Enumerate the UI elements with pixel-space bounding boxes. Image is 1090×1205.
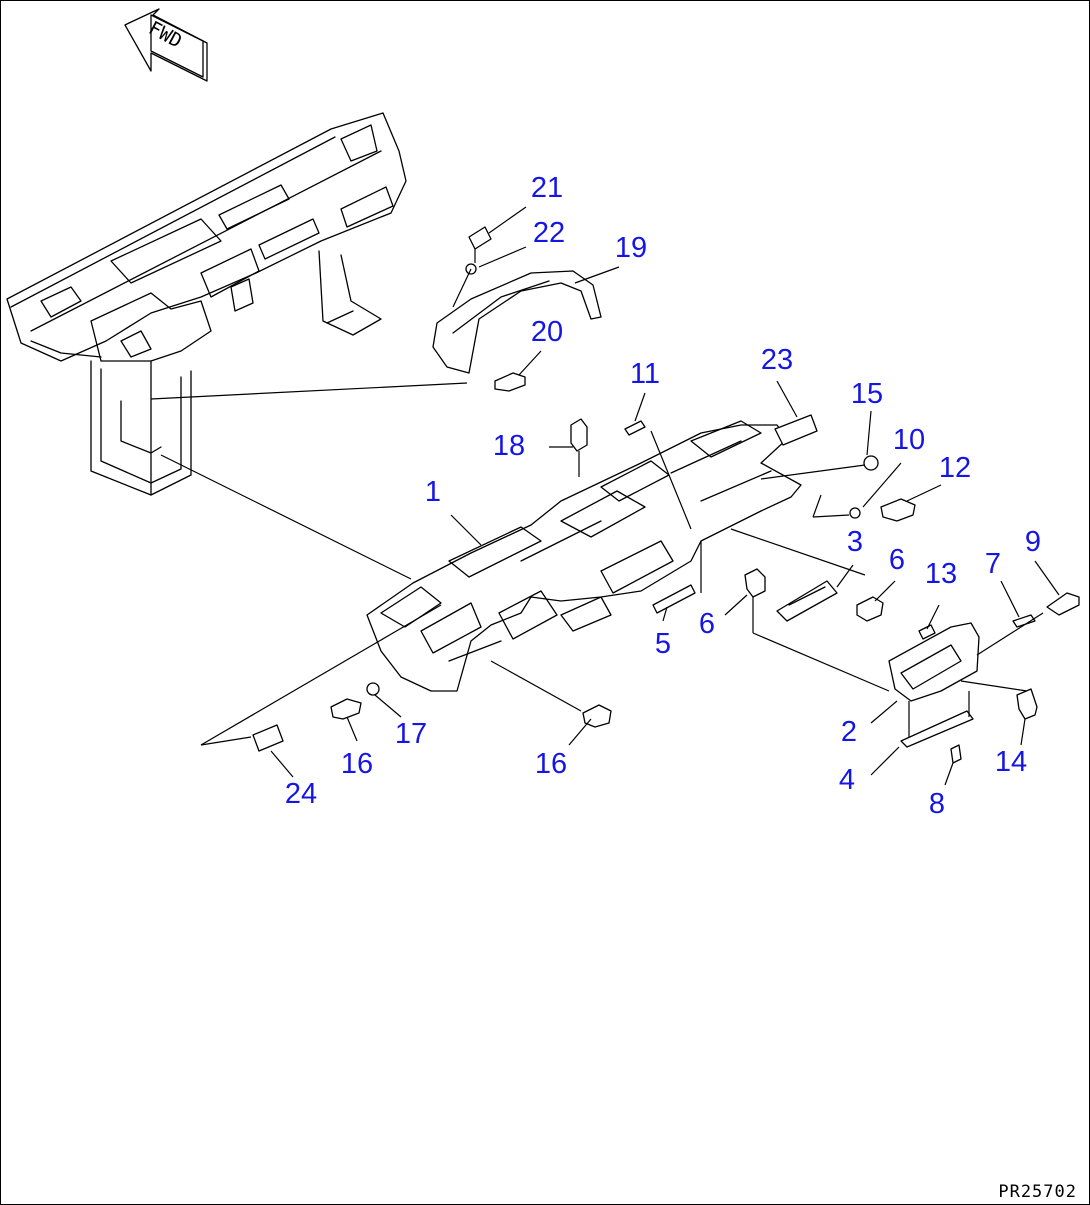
callout-16-right: 16 — [535, 748, 567, 780]
callout-12: 12 — [939, 452, 971, 484]
callout-3: 3 — [847, 526, 863, 558]
callout-15: 15 — [851, 378, 883, 410]
callout-22: 22 — [533, 217, 565, 249]
callout-2: 2 — [841, 716, 857, 748]
callout-6-right: 6 — [889, 544, 905, 576]
callout-10: 10 — [893, 424, 925, 456]
part-8-clip — [950, 744, 962, 764]
callout-1: 1 — [425, 476, 441, 508]
callout-pointers — [270, 206, 1060, 786]
part-2-side-bracket — [888, 622, 980, 702]
callout-8: 8 — [929, 788, 945, 820]
callout-23: 23 — [761, 344, 793, 376]
callout-9: 9 — [1025, 526, 1041, 558]
callout-5: 5 — [655, 628, 671, 660]
part-1-dashboard-panel — [366, 420, 802, 692]
part-5-plate — [652, 584, 696, 614]
callout-7: 7 — [985, 548, 1001, 580]
callout-13: 13 — [925, 558, 957, 590]
callout-16-left: 16 — [341, 748, 373, 780]
callout-labels: 21 22 19 20 11 23 15 10 12 18 1 3 6 13 7… — [285, 172, 1041, 820]
drawing-code: PR25702 — [998, 1182, 1077, 1202]
fwd-arrow-icon: FWD — [124, 8, 208, 82]
callout-24: 24 — [285, 778, 317, 810]
callout-4: 4 — [839, 764, 855, 796]
callout-11: 11 — [630, 358, 660, 390]
callout-19: 19 — [615, 232, 647, 264]
callout-21: 21 — [531, 172, 563, 204]
bolt-icon — [252, 226, 1080, 752]
callout-17: 17 — [395, 718, 427, 750]
callout-20: 20 — [531, 316, 563, 348]
callout-6-left: 6 — [699, 608, 715, 640]
part-3-plate — [776, 580, 838, 622]
part-19-cover — [432, 270, 602, 374]
upper-dashboard-frame — [6, 112, 407, 496]
part-4-plate — [900, 710, 974, 748]
callout-14: 14 — [995, 746, 1027, 778]
callout-18: 18 — [493, 430, 525, 462]
leader-lines — [150, 268, 1044, 746]
